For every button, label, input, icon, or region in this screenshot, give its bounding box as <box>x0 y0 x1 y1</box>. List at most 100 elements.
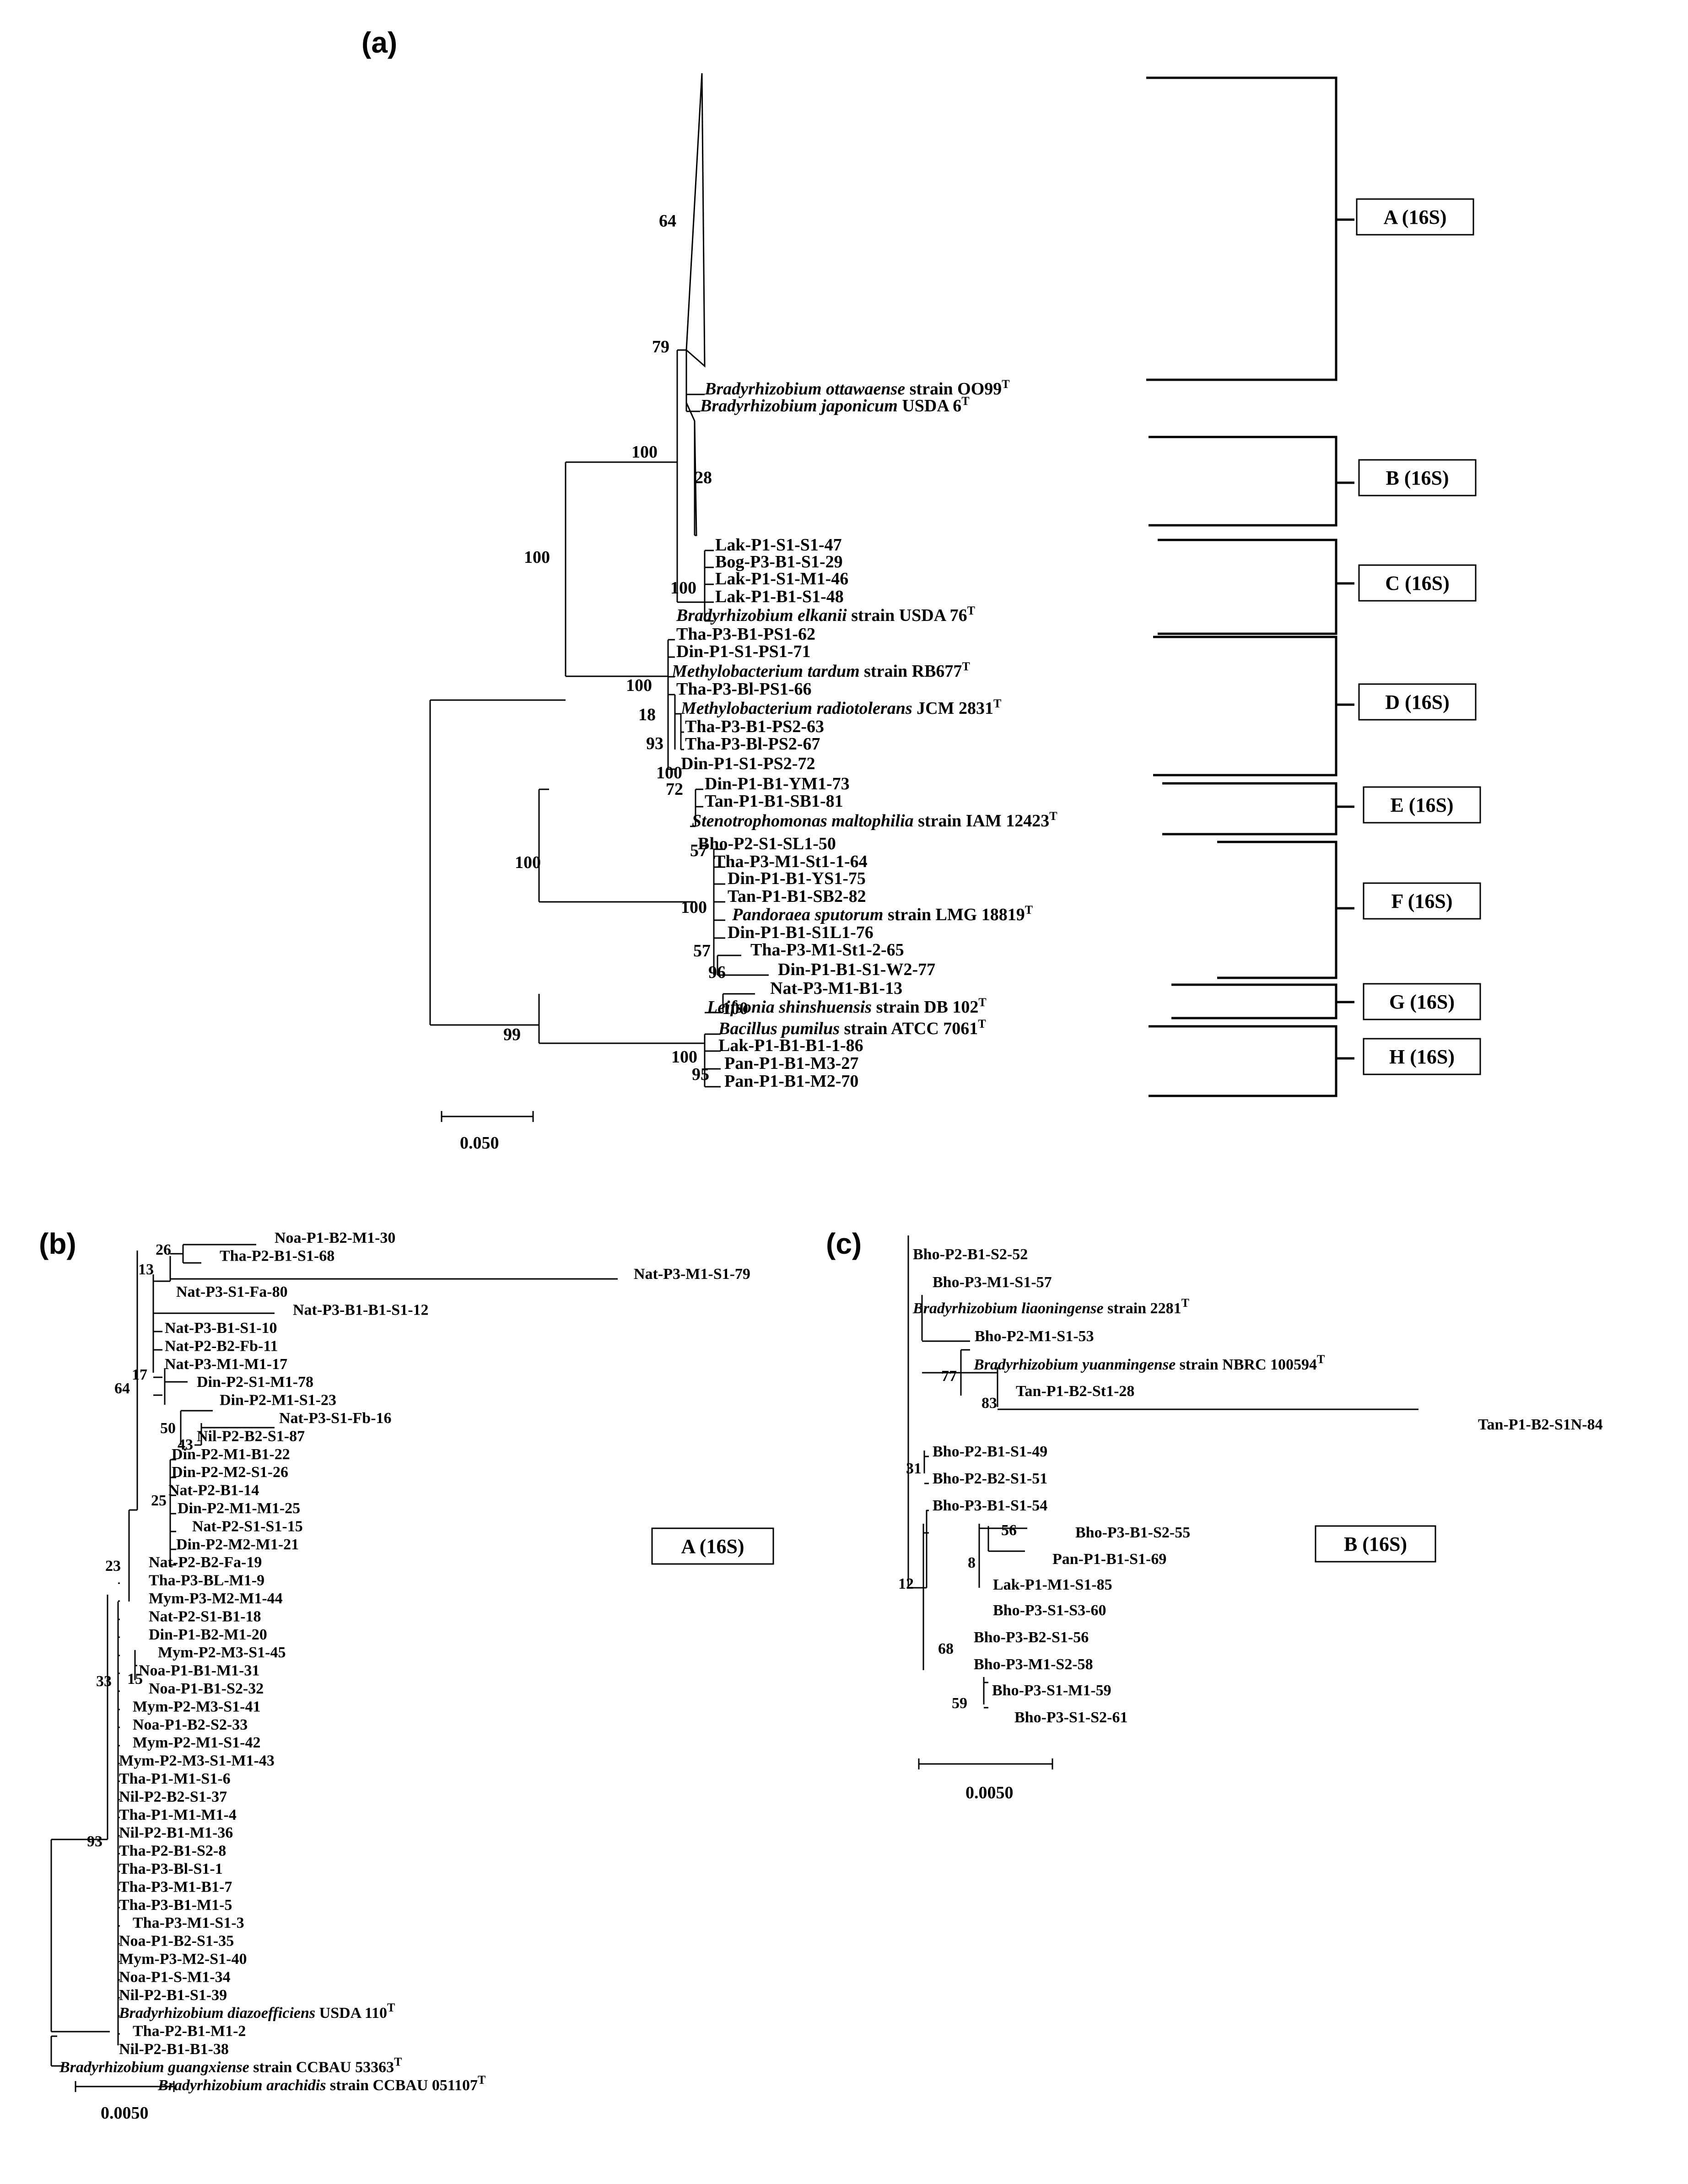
type-strain-mark: T <box>978 1017 986 1030</box>
taxon-label: Nat-P3-B1-S1-10 <box>165 1320 277 1337</box>
strain-name: Mym-P2-M1-S1-42 <box>133 1734 260 1751</box>
taxon-label: Bradyrhizobium arachidis strain CCBAU 05… <box>157 2073 485 2094</box>
tree-labels: (a)(b)(c)Bradyrhizobium ottawaense strai… <box>39 26 1603 2123</box>
type-strain-mark: T <box>961 394 969 408</box>
strain-name: Din-P1-B1-YM1-73 <box>705 774 850 793</box>
bootstrap-value: 100 <box>631 442 658 462</box>
strain-name: Bho-P2-B1-S1-49 <box>933 1443 1047 1460</box>
strain-name: Nat-P3-M1-M1-17 <box>165 1356 287 1373</box>
taxon-label: Bradyrhizobium diazoefficiens USDA 110T <box>119 2001 395 2022</box>
taxon-label: Din-P2-M2-S1-26 <box>172 1464 288 1481</box>
strain-name: Mym-P2-M3-S1-41 <box>133 1698 260 1715</box>
taxon-label: Noa-P1-B2-S2-33 <box>133 1716 248 1733</box>
taxon-label: Nat-P3-S1-Fb-16 <box>279 1410 392 1427</box>
taxon-label: Nat-P3-B1-B1-S1-12 <box>293 1302 429 1319</box>
taxon-label: Mym-P2-M3-S1-45 <box>158 1644 286 1661</box>
clade-box <box>1363 1038 1481 1075</box>
strain-name: Tha-P2-B1-S1-68 <box>220 1247 334 1264</box>
strain-name: Noa-P1-S-M1-34 <box>119 1968 231 1985</box>
taxon-label: Din-P2-M1-M1-25 <box>178 1500 300 1517</box>
type-strain-mark: T <box>962 660 970 673</box>
clade-bracket <box>1149 436 1337 527</box>
taxon-label: Tan-P1-B1-SB1-81 <box>705 792 843 811</box>
taxon-label: Bho-P2-M1-S1-53 <box>975 1328 1094 1345</box>
strain-name: Din-P2-M2-S1-26 <box>172 1464 288 1481</box>
bootstrap-value: 31 <box>906 1460 922 1477</box>
strain-name: Nat-P3-M1-B1-13 <box>770 979 902 998</box>
clade-box <box>1356 198 1474 236</box>
strain-name: Nat-P3-M1-S1-79 <box>634 1266 750 1283</box>
bootstrap-value: 100 <box>671 1047 697 1067</box>
strain-name: Tan-P1-B1-SB2-82 <box>728 887 866 906</box>
taxon-label: Tha-P3-M1-St1-2-65 <box>750 940 904 960</box>
taxon-label: Din-P2-M1-S1-23 <box>220 1392 336 1409</box>
clade-box <box>651 1527 774 1565</box>
taxon-label: Nat-P2-B2-Fa-19 <box>149 1554 262 1571</box>
strain-name: Tha-P2-B1-M1-2 <box>133 2023 246 2040</box>
strain-name: USDA 110 <box>315 2005 387 2022</box>
type-strain-mark: T <box>1002 377 1009 391</box>
strain-name: Bho-P3-B1-S1-54 <box>933 1497 1047 1514</box>
bootstrap-value: 15 <box>127 1671 143 1688</box>
strain-name: Tha-P3-M1-St1-2-65 <box>750 940 904 960</box>
strain-name: Tha-P2-B1-S2-8 <box>119 1843 226 1860</box>
strain-name: strain USDA 76 <box>847 606 967 625</box>
taxon-label: Nat-P2-B2-Fb-11 <box>165 1337 278 1354</box>
taxon-label: Bho-P2-B2-S1-51 <box>933 1470 1047 1487</box>
strain-name: Din-P2-M1-S1-23 <box>220 1392 336 1409</box>
bootstrap-value: 50 <box>160 1420 176 1437</box>
taxon-label: Tha-P3-Bl-S1-1 <box>119 1860 223 1877</box>
taxon-label: Tha-P3-M1-St1-1-64 <box>714 852 868 871</box>
clade-box <box>1358 459 1477 496</box>
bootstrap-value: 83 <box>982 1395 997 1412</box>
taxon-label: Tha-P3-B1-M1-5 <box>119 1897 232 1914</box>
taxon-label: Tha-P2-B1-M1-2 <box>133 2023 246 2040</box>
taxon-label: Tha-P2-B1-S2-8 <box>119 1843 226 1860</box>
strain-name: Tha-P3-M1-S1-3 <box>133 1914 244 1931</box>
species-name: Bradyrhizobium elkanii <box>676 606 847 625</box>
strain-name: Nil-P2-B1-S1-39 <box>119 1987 227 2004</box>
strain-name: Bho-P3-B2-S1-56 <box>974 1629 1089 1646</box>
collapsed-clade-wedge <box>685 73 706 368</box>
taxon-label: Noa-P1-B2-S1-35 <box>119 1933 234 1950</box>
species-name: Bradyrhizobium arachidis <box>157 2077 326 2094</box>
taxon-label: Tha-P2-B1-S1-68 <box>220 1247 334 1264</box>
taxon-label: Bho-P3-B1-S1-54 <box>933 1497 1047 1514</box>
taxon-label: Noa-P1-B1-M1-31 <box>139 1662 259 1679</box>
taxon-label: Methylobacterium tardum strain RB677T <box>671 660 970 681</box>
type-strain-mark: T <box>978 996 986 1009</box>
taxon-label: Nat-P3-S1-Fa-80 <box>176 1283 288 1300</box>
panel-label-b: (b) <box>39 1227 76 1260</box>
clade-label: A (16S) <box>1383 206 1446 228</box>
strain-name: Nil-P2-B2-S1-87 <box>197 1428 305 1445</box>
taxon-label: Leifsonia shinshuensis strain DB 102T <box>706 996 987 1017</box>
taxon-label: Pan-P1-B1-M3-27 <box>724 1054 858 1073</box>
taxon-label: Nat-P3-M1-S1-79 <box>634 1266 750 1283</box>
species-name: Bradyrhizobium japonicum <box>700 396 898 415</box>
clade-label: B (16S) <box>1386 467 1449 489</box>
bootstrap-value: 100 <box>681 898 707 917</box>
bootstrap-value: 57 <box>693 941 711 960</box>
type-strain-mark: T <box>967 604 975 617</box>
taxon-label: Tha-P3-B1-PS1-62 <box>676 625 815 644</box>
strain-name: Nat-P3-S1-Fb-16 <box>279 1410 392 1427</box>
strain-name: Bho-P3-S1-S2-61 <box>1014 1709 1127 1726</box>
taxon-label: Bradyrhizobium guangxiense strain CCBAU … <box>59 2055 402 2076</box>
type-strain-mark: T <box>1025 903 1033 917</box>
strain-name: Tha-P3-Bl-PS1-66 <box>676 679 812 699</box>
species-name: Leifsonia shinshuensis <box>706 998 872 1017</box>
species-name: Bacillus pumilus <box>718 1019 840 1038</box>
taxon-label: Bradyrhizobium ottawaense strain OO99T <box>704 377 1010 399</box>
clade-bracket <box>1217 841 1337 979</box>
bootstrap-value: 26 <box>156 1241 171 1258</box>
bootstrap-value: 23 <box>105 1558 121 1575</box>
strain-name: Noa-P1-B2-S2-33 <box>133 1716 248 1733</box>
strain-name: Bho-P2-M1-S1-53 <box>975 1328 1094 1345</box>
strain-name: Tha-P3-M1-B1-7 <box>119 1878 232 1895</box>
clade-label: C (16S) <box>1385 572 1450 594</box>
clade-box <box>1358 564 1477 602</box>
strain-name: Lak-P1-M1-S1-85 <box>993 1576 1112 1593</box>
strain-name: Lak-P1-B1-B1-1-86 <box>718 1036 863 1055</box>
strain-name: strain CCBAU 051107 <box>326 2077 478 2094</box>
taxon-label: Tha-P3-M1-B1-7 <box>119 1878 232 1895</box>
